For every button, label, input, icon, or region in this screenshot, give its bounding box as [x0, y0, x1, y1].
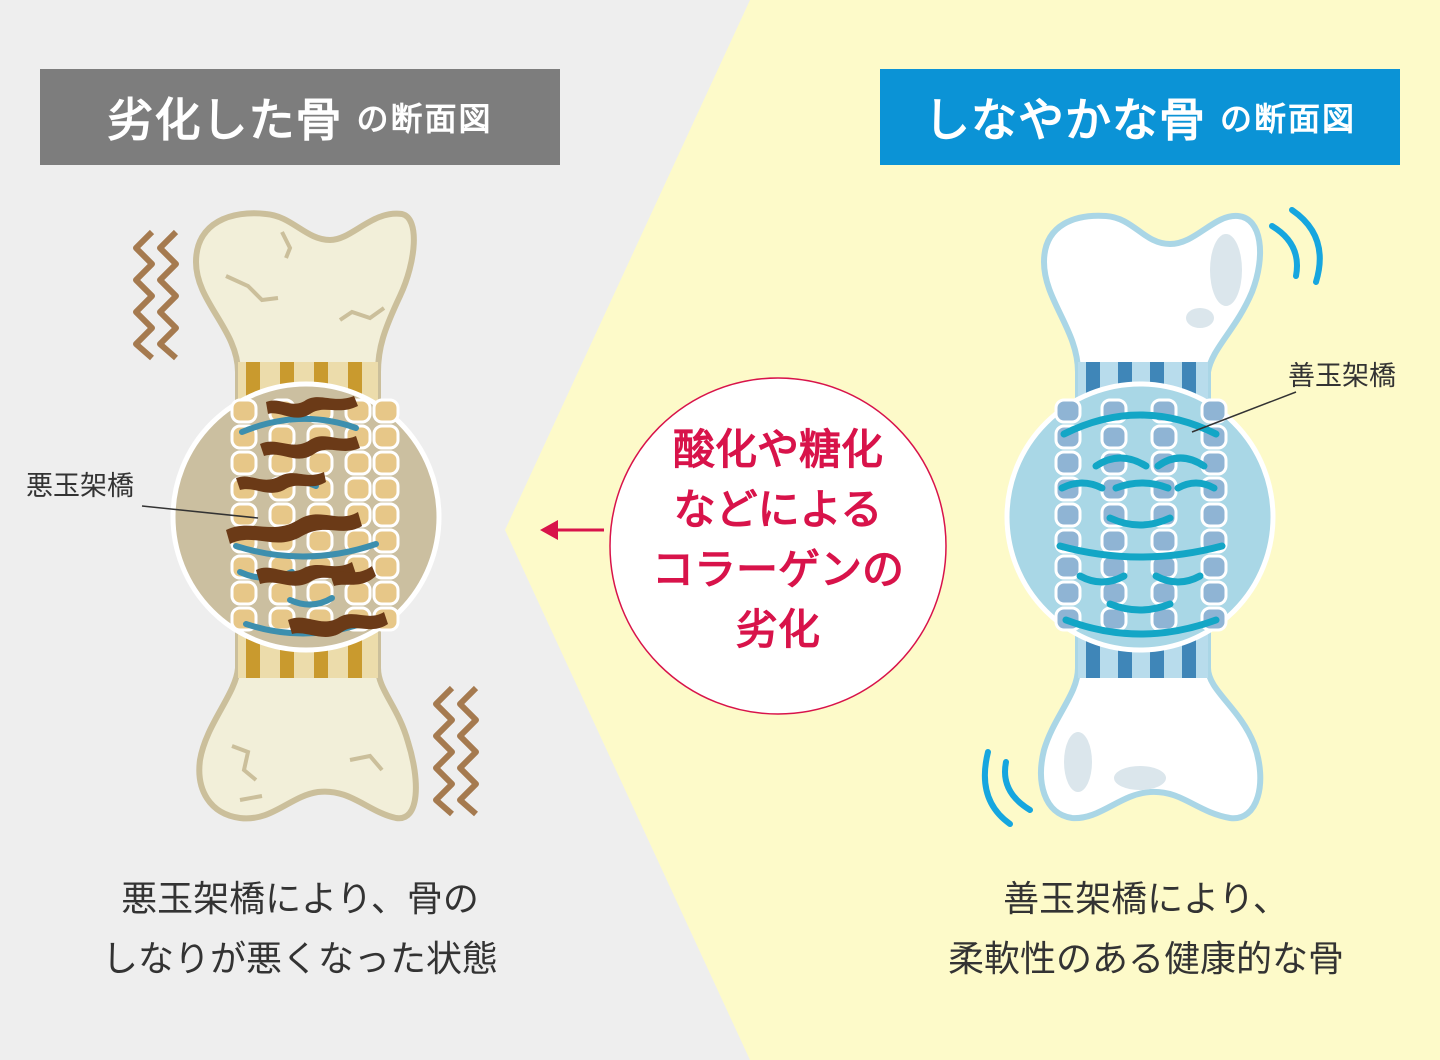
degraded-bone-title: 劣化した骨 の断面図: [40, 69, 560, 165]
good-crosslink-leader: [1191, 391, 1297, 433]
cause-line-2: などによる: [673, 485, 883, 534]
healthy-title-main: しなやかな骨: [923, 93, 1206, 147]
cause-text: 酸化や糖化 などによる コラーゲンの 劣化: [608, 420, 948, 660]
bad-crosslinks: [226, 396, 388, 637]
good-crosslinks: [1056, 411, 1226, 638]
cause-line-4: 劣化: [735, 605, 820, 654]
cause-line-3: コラーゲンの: [651, 545, 904, 594]
degraded-title-sub: の断面図: [356, 100, 493, 138]
healthy-caption-line-2: 柔軟性のある健康的な骨: [947, 939, 1344, 980]
healthy-title-sub: の断面図: [1219, 100, 1356, 138]
good-crosslink-label: 善玉架橋: [1288, 361, 1396, 392]
healthy-bone: [981, 207, 1323, 827]
healthy-caption-line-1: 善玉架橋により、: [1003, 879, 1289, 920]
bone-cracks: [225, 231, 386, 802]
vibration-arcs-right-bottom: [981, 749, 1033, 827]
bad-crosslink-label: 悪玉架橋: [26, 471, 134, 502]
bone-highlights: [1064, 234, 1242, 792]
healthy-collagen-fibers: [1054, 398, 1228, 632]
vibration-zigzag-left-top: [133, 229, 179, 361]
degraded-bone: [133, 210, 479, 822]
cause-line-1: 酸化や糖化: [672, 425, 883, 474]
degraded-caption-line-2: しなりが悪くなった状態: [101, 939, 498, 980]
bad-crosslink-leader: [141, 505, 259, 519]
degraded-caption: 悪玉架橋により、骨の しなりが悪くなった状態: [20, 870, 580, 990]
arrow-head: [540, 520, 558, 540]
cause-circle: [609, 377, 947, 715]
degraded-caption-line-1: 悪玉架橋により、骨の: [121, 879, 479, 920]
healthy-bone-title: しなやかな骨 の断面図: [880, 69, 1400, 165]
degraded-title-main: 劣化した骨: [107, 93, 343, 147]
vibration-zigzag-left-bottom: [433, 685, 479, 817]
vibration-arcs-right-top: [1269, 207, 1323, 285]
healthy-caption: 善玉架橋により、 柔軟性のある健康的な骨: [866, 870, 1426, 990]
